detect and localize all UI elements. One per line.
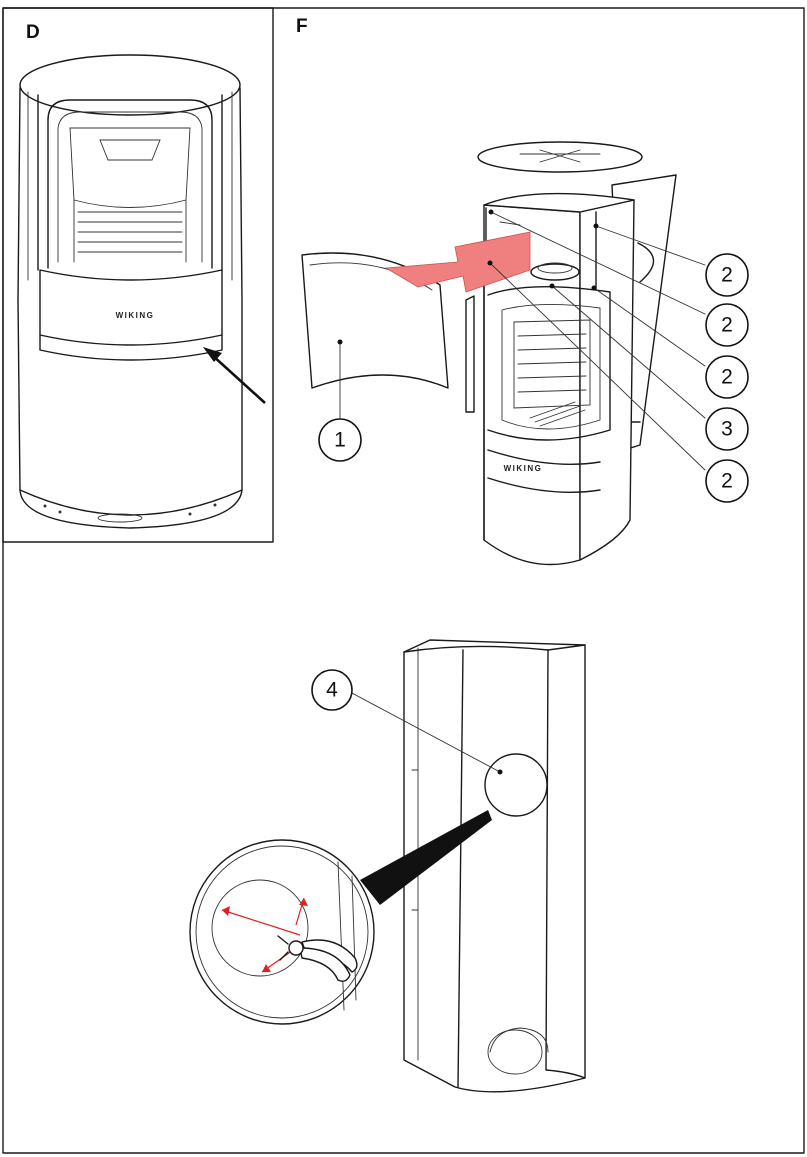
panel-d-frame	[2, 7, 274, 543]
firebrick-lines	[77, 211, 183, 253]
magnifier-pointer	[360, 810, 492, 905]
stove-front-drawing: WIKING	[17, 54, 243, 529]
svg-text:3: 3	[721, 418, 733, 441]
callout-2: 2	[705, 459, 749, 503]
panel-f-letter: F	[296, 16, 308, 37]
svg-text:2: 2	[721, 470, 733, 493]
svg-text:2: 2	[721, 366, 733, 389]
top-plate	[477, 141, 643, 173]
pliers-icon	[277, 935, 358, 982]
stove-brand-label: WIKING	[504, 464, 543, 473]
svg-text:1: 1	[334, 429, 346, 452]
upper-knockout-hole	[484, 753, 548, 817]
leader-lines	[339, 211, 706, 471]
panel-d-letter: D	[26, 22, 40, 43]
svg-text:2: 2	[721, 314, 733, 337]
arrow-icon	[384, 231, 531, 293]
callout-2: 2	[705, 355, 749, 399]
lower-knockout-hole	[487, 1029, 543, 1075]
callout-2: 2	[705, 253, 749, 297]
arrow-icon	[203, 347, 266, 404]
callout-3: 3	[705, 407, 749, 451]
rear-panel-knockout: 4	[189, 639, 586, 1093]
callout-1: 1	[318, 418, 362, 462]
callout-4: 4	[311, 669, 353, 711]
callout-2: 2	[705, 303, 749, 347]
stove-brand-label: WIKING	[116, 311, 155, 320]
page-frame	[2, 7, 805, 1154]
panel-f: F WIKING	[296, 16, 749, 566]
panel-d: D WIKING	[2, 7, 274, 543]
svg-text:2: 2	[721, 264, 733, 287]
front-panel	[301, 252, 449, 389]
svg-text:4: 4	[326, 679, 338, 702]
firebrick-lines	[517, 333, 587, 393]
detail-magnifier	[189, 839, 375, 1025]
